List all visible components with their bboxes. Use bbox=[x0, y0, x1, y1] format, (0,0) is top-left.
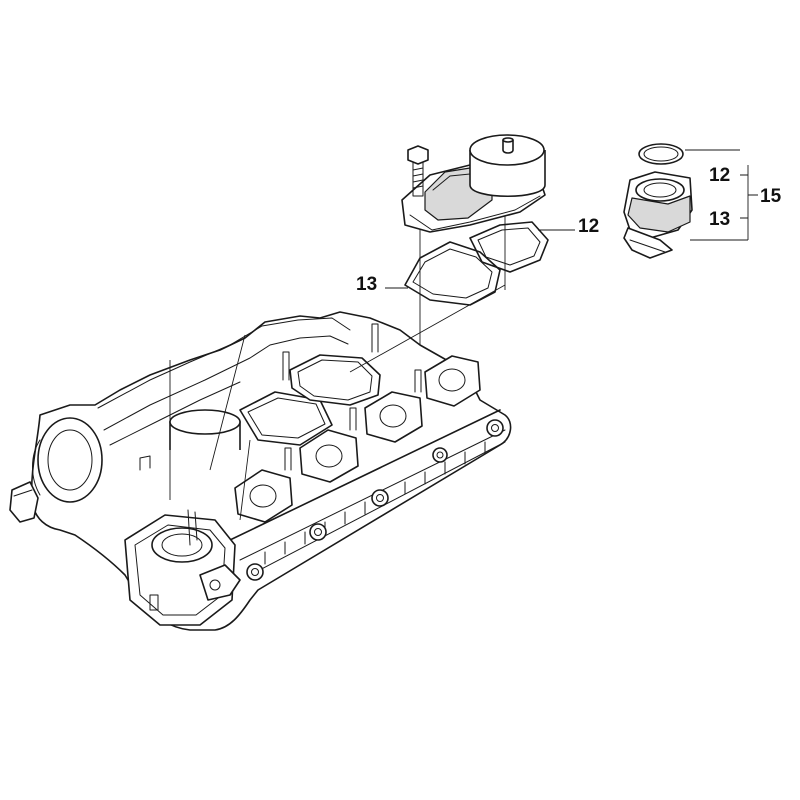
oil-separator-housing bbox=[124, 509, 241, 626]
callout-label-13: 13 bbox=[356, 274, 377, 295]
sensor-kit bbox=[623, 143, 693, 259]
kit-callout-label-13: 13 bbox=[709, 209, 730, 230]
sensor-gaskets bbox=[404, 221, 549, 306]
studs bbox=[139, 323, 422, 471]
kit-bracket bbox=[740, 165, 758, 240]
bolt-boss bbox=[246, 419, 504, 581]
leader-line bbox=[209, 334, 246, 471]
callout-label-12: 12 bbox=[578, 216, 599, 237]
leader-line bbox=[239, 439, 251, 521]
eccentric-shaft-sensor bbox=[401, 134, 546, 233]
kit-callout-label-15: 15 bbox=[760, 186, 782, 207]
kit-callout-label-12: 12 bbox=[709, 165, 730, 186]
mounting-bolt bbox=[407, 145, 429, 197]
coil-pads bbox=[234, 355, 481, 523]
valve-cover bbox=[9, 311, 512, 631]
